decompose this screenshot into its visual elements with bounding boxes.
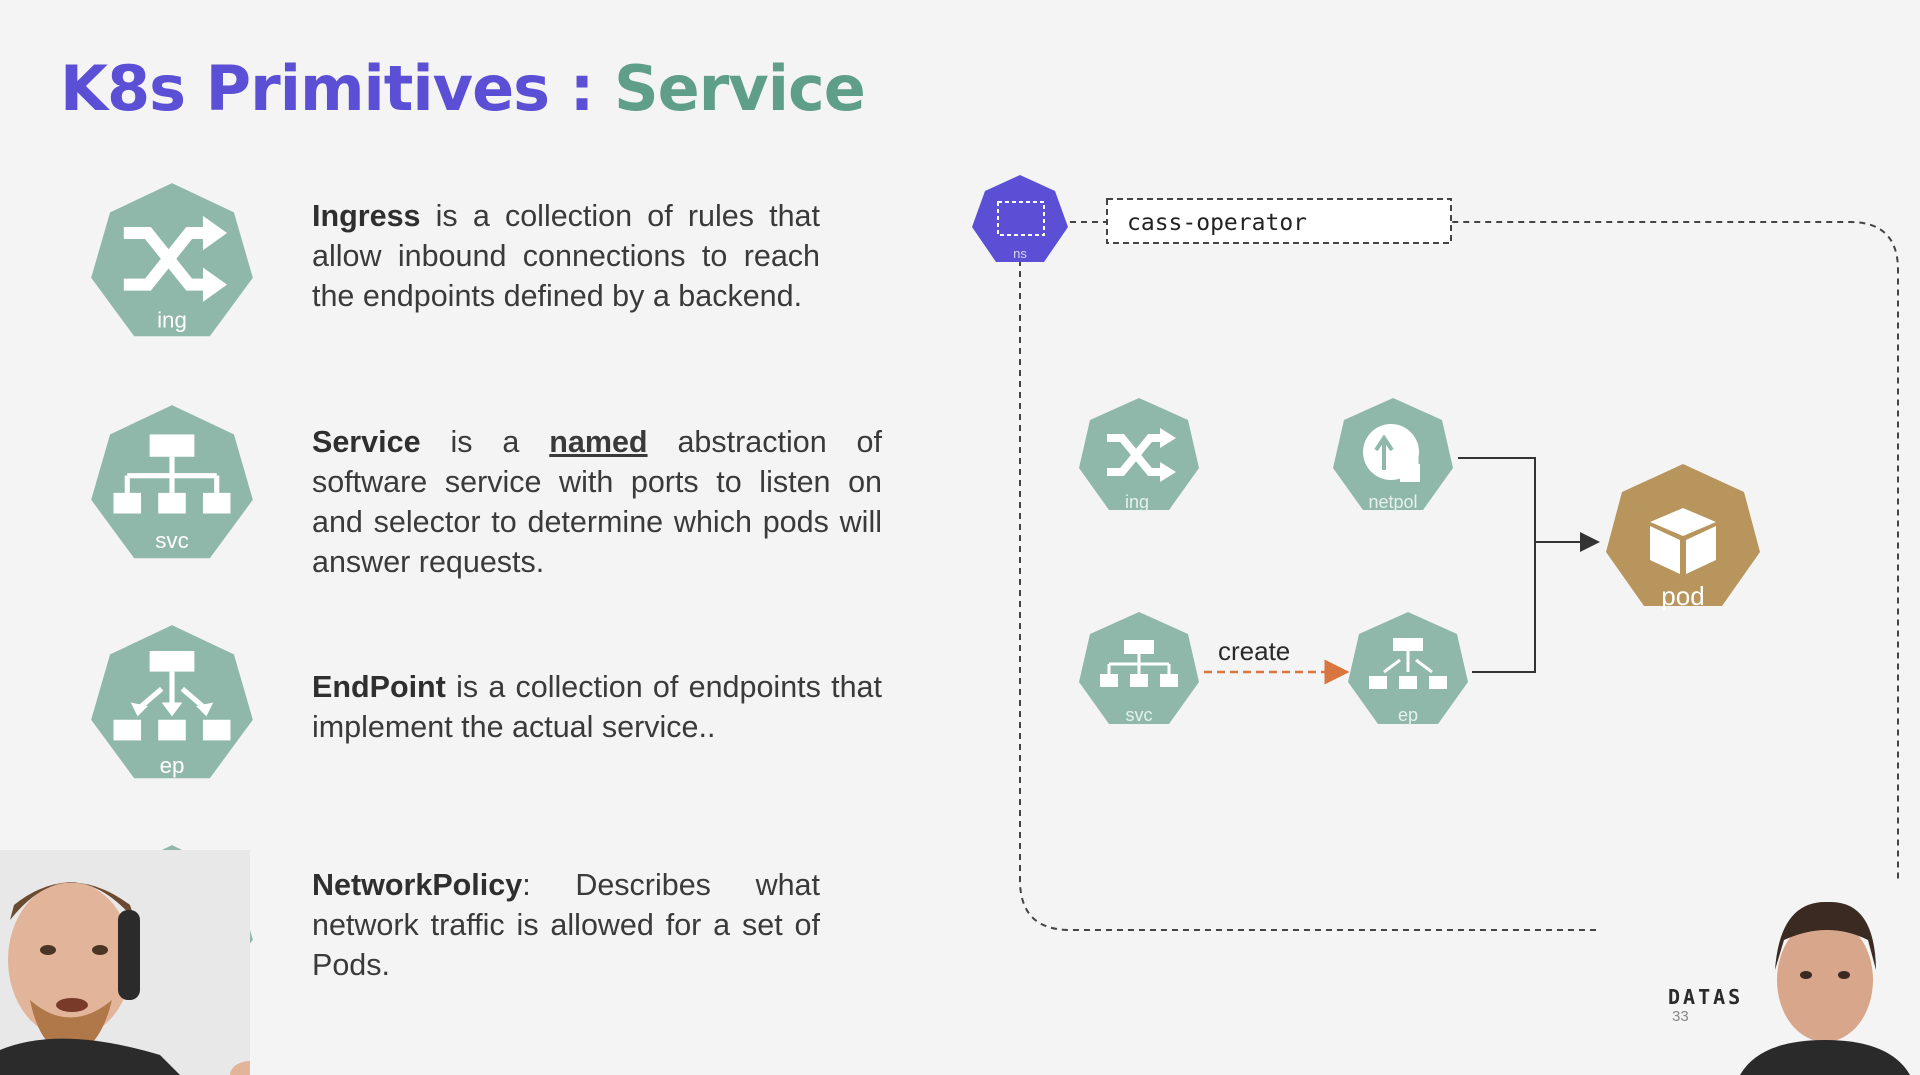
svg-text:ing: ing bbox=[1125, 492, 1149, 512]
bracket-connector bbox=[1458, 457, 1536, 673]
endpoint-description: EndPoint is a collection of endpoints th… bbox=[312, 670, 882, 744]
service-term: Service bbox=[312, 425, 421, 459]
slide-title: K8s Primitives : Service bbox=[60, 52, 866, 125]
endpoint-term: EndPoint bbox=[312, 670, 446, 704]
svg-text:netpol: netpol bbox=[1368, 492, 1417, 512]
pod-node: pod bbox=[1606, 464, 1760, 611]
ingress-term: Ingress bbox=[312, 199, 421, 233]
namespace-name: cass-operator bbox=[1127, 210, 1307, 236]
service-description: Service is a named abstraction of softwa… bbox=[312, 425, 882, 579]
netpol-term: NetworkPolicy bbox=[312, 868, 523, 902]
svg-text:pod: pod bbox=[1661, 581, 1704, 611]
create-label: create bbox=[1218, 636, 1290, 666]
named-emphasis: named bbox=[549, 425, 648, 459]
service-node: svc bbox=[1079, 612, 1199, 725]
svg-text:ns: ns bbox=[1013, 246, 1027, 261]
service-hierarchy-icon: svc bbox=[91, 405, 253, 559]
ingress-description: Ingress is a collection of rules that al… bbox=[312, 199, 820, 313]
ep-label: ep bbox=[160, 753, 185, 778]
namespace-boundary bbox=[1019, 221, 1899, 931]
namespace-icon: ns bbox=[972, 175, 1068, 262]
ingress-shuffle-icon: ing bbox=[91, 183, 253, 337]
ingress-node: ing bbox=[1079, 398, 1199, 512]
namespace-name-box bbox=[1106, 198, 1452, 244]
netpol-node: netpol bbox=[1333, 398, 1453, 512]
endpoint-hierarchy-icon: ep bbox=[91, 625, 253, 779]
svg-text:ep: ep bbox=[1398, 705, 1418, 725]
page-number: 33 bbox=[1672, 1008, 1689, 1025]
namespace-diagram: ns cass-operator ing netpol bbox=[972, 175, 1899, 931]
ing-label: ing bbox=[157, 308, 187, 333]
svg-text:svc: svc bbox=[1126, 705, 1153, 725]
presenter-webcam-right bbox=[1600, 880, 1920, 1075]
presenter-webcam-left bbox=[0, 850, 250, 1075]
netpol-description: NetworkPolicy: Describes what network tr… bbox=[312, 868, 820, 982]
endpoint-node: ep bbox=[1348, 612, 1468, 725]
svc-label: svc bbox=[155, 528, 189, 553]
company-watermark: DATAS bbox=[1668, 985, 1744, 1009]
